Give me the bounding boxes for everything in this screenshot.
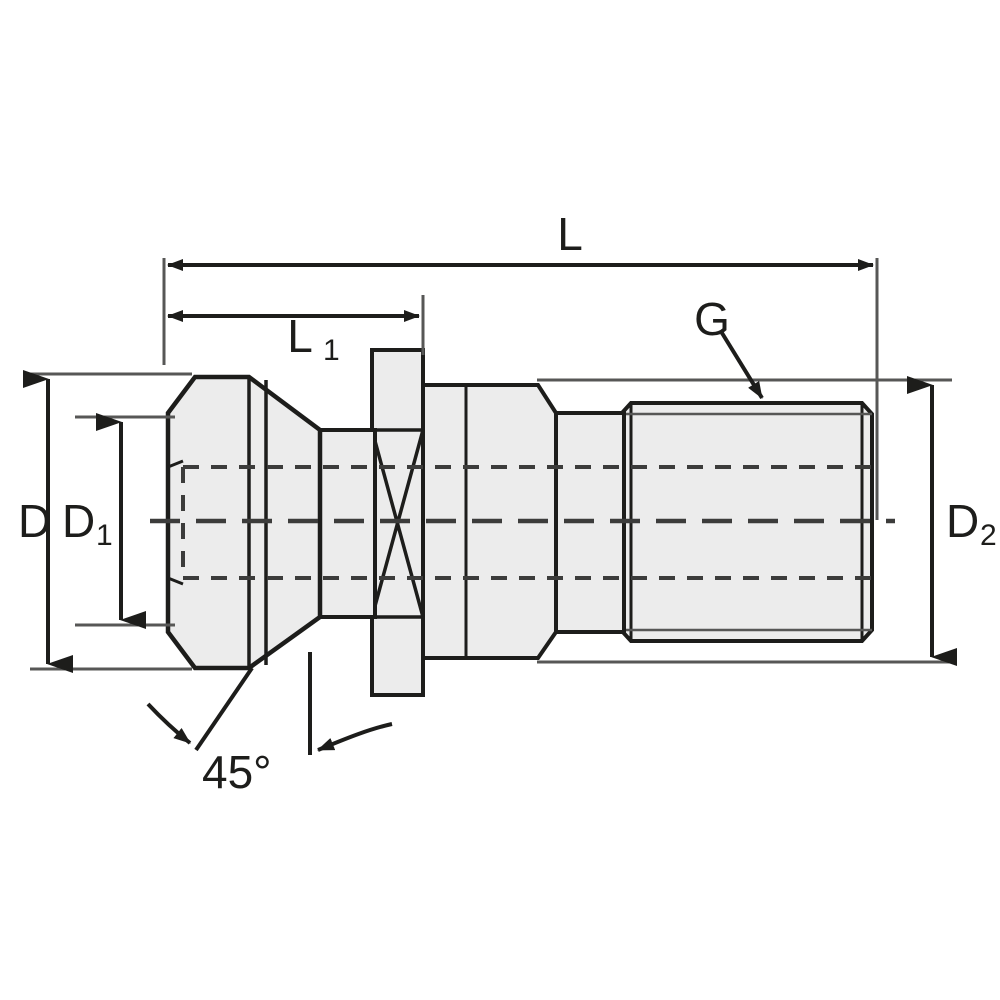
leader-45-flange bbox=[317, 722, 393, 752]
callout-leaders bbox=[146, 331, 764, 755]
leader-45-head bbox=[146, 702, 192, 745]
dimension-labels: L L 1 D D 1 D 2 G 45° bbox=[18, 208, 997, 798]
label-chamfer-angle: 45° bbox=[202, 746, 272, 798]
chamfer-reference-line bbox=[194, 666, 254, 752]
extension-lines bbox=[30, 258, 952, 671]
label-L1-subscript: 1 bbox=[323, 334, 340, 367]
leader-G bbox=[720, 331, 764, 400]
label-L: L bbox=[557, 208, 583, 260]
label-G: G bbox=[694, 293, 730, 345]
hidden-bore-lines bbox=[181, 465, 872, 580]
x-detail-line-b bbox=[370, 429, 425, 618]
label-D2-subscript: 2 bbox=[980, 519, 997, 552]
part-body bbox=[165, 348, 874, 697]
neck-section bbox=[318, 428, 377, 619]
label-L1: L bbox=[287, 310, 313, 362]
label-D1-subscript: 1 bbox=[96, 519, 113, 552]
label-D: D bbox=[18, 495, 51, 547]
dimension-arrows bbox=[23, 259, 957, 673]
label-D2: D bbox=[946, 495, 979, 547]
threaded-shank-section bbox=[619, 401, 874, 643]
label-D1: D bbox=[62, 495, 95, 547]
